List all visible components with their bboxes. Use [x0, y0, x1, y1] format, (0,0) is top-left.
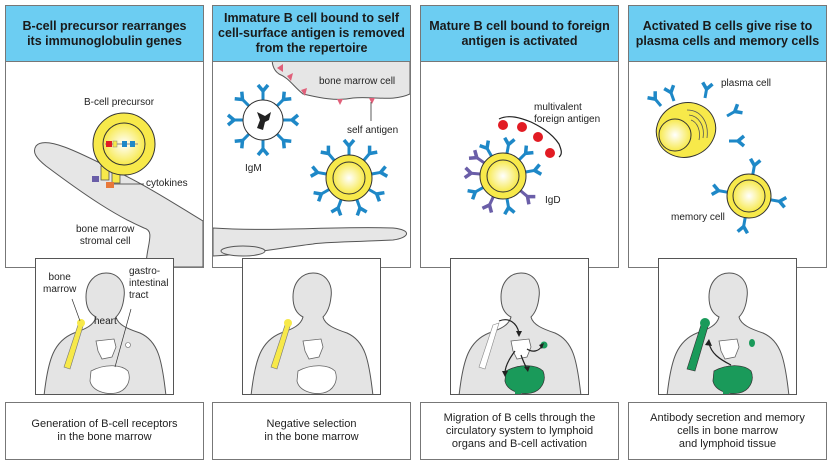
label-igm: IgM — [245, 163, 262, 174]
panel-activation: Mature B cell bound to foreign antigen i… — [420, 5, 619, 462]
antibody-receptor — [256, 83, 270, 102]
panel-differentiation: Activated B cells give rise to plasma ce… — [628, 5, 827, 462]
label-plasma-cell: plasma cell — [721, 78, 772, 89]
antibody-receptor — [226, 113, 245, 127]
panel-title: B-cell precursor rearranges its immunogl… — [6, 6, 203, 62]
activation-illustration — [462, 116, 562, 217]
panel-caption: Antibody secretion and memory cells in b… — [628, 402, 827, 460]
multivalent-antigen — [498, 116, 562, 158]
label-gastrointestinal-tract: gastro- intestinal tract — [129, 266, 169, 301]
body-diagram: bone marrow gastro- intestinal tract hea… — [35, 258, 174, 395]
label-bone-marrow-cell: bone marrow cell — [319, 76, 396, 87]
body-diagram — [450, 258, 589, 395]
antibody-receptor — [500, 196, 517, 217]
label-stromal-cell: bone marrow stromal cell — [76, 224, 135, 247]
label-bone-marrow: bone marrow — [43, 272, 77, 295]
antibody-receptor — [281, 113, 300, 127]
illustration-box: B-cell precursor rearranges its immunogl… — [5, 5, 204, 268]
panel-caption: Negative selection in the bone marrow — [212, 402, 411, 460]
panel-title: Immature B cell bound to self cell-surfa… — [213, 6, 410, 62]
antibody-receptor — [369, 164, 390, 181]
antibody-receptor — [256, 138, 270, 157]
panel-b-cell-precursor: B-cell precursor rearranges its immunogl… — [5, 5, 204, 462]
label-self-antigen: self antigen — [347, 125, 399, 136]
precursor-illustration — [33, 112, 203, 267]
panel-title: Activated B cells give rise to plasma ce… — [629, 6, 826, 62]
panel-caption: Generation of B-cell receptors in the bo… — [5, 402, 204, 460]
igd-receptor — [462, 165, 483, 181]
illustration-box: Activated B cells give rise to plasma ce… — [628, 5, 827, 268]
panel-title: Mature B cell bound to foreign antigen i… — [421, 6, 618, 62]
antibody-receptor — [500, 135, 517, 156]
gut-lymphoid — [504, 365, 545, 394]
differentiation-illustration — [645, 80, 789, 236]
illustration-box: Mature B cell bound to foreign antigen i… — [420, 5, 619, 268]
panel-negative-selection: Immature B cell bound to self cell-surfa… — [212, 5, 411, 462]
label-multivalent-foreign-antigen: multivalent foreign antigen — [534, 102, 601, 125]
antibody-receptor — [342, 138, 356, 157]
panel-caption: Migration of B cells through the circula… — [420, 402, 619, 460]
body-diagram — [658, 258, 797, 395]
antibody-receptor — [746, 156, 763, 177]
cytokine — [106, 182, 114, 188]
label-b-cell-precursor: B-cell precursor — [84, 97, 155, 108]
antibody-receptor — [768, 193, 789, 210]
label-cytokines: cytokines — [146, 178, 188, 189]
body-diagram — [242, 258, 381, 395]
antibody-receptor — [735, 215, 752, 236]
label-igd: IgD — [545, 195, 561, 206]
antibody-receptor — [308, 164, 329, 181]
negative-selection-illustration — [213, 55, 410, 257]
illustration-box: Immature B cell bound to self cell-surfa… — [212, 5, 411, 268]
receptor — [92, 176, 99, 182]
label-memory-cell: memory cell — [671, 212, 725, 223]
antibody-receptor — [523, 162, 544, 179]
apoptotic-nucleus — [257, 112, 271, 130]
label-heart: heart — [94, 316, 117, 327]
antibody-receptor — [709, 182, 730, 199]
